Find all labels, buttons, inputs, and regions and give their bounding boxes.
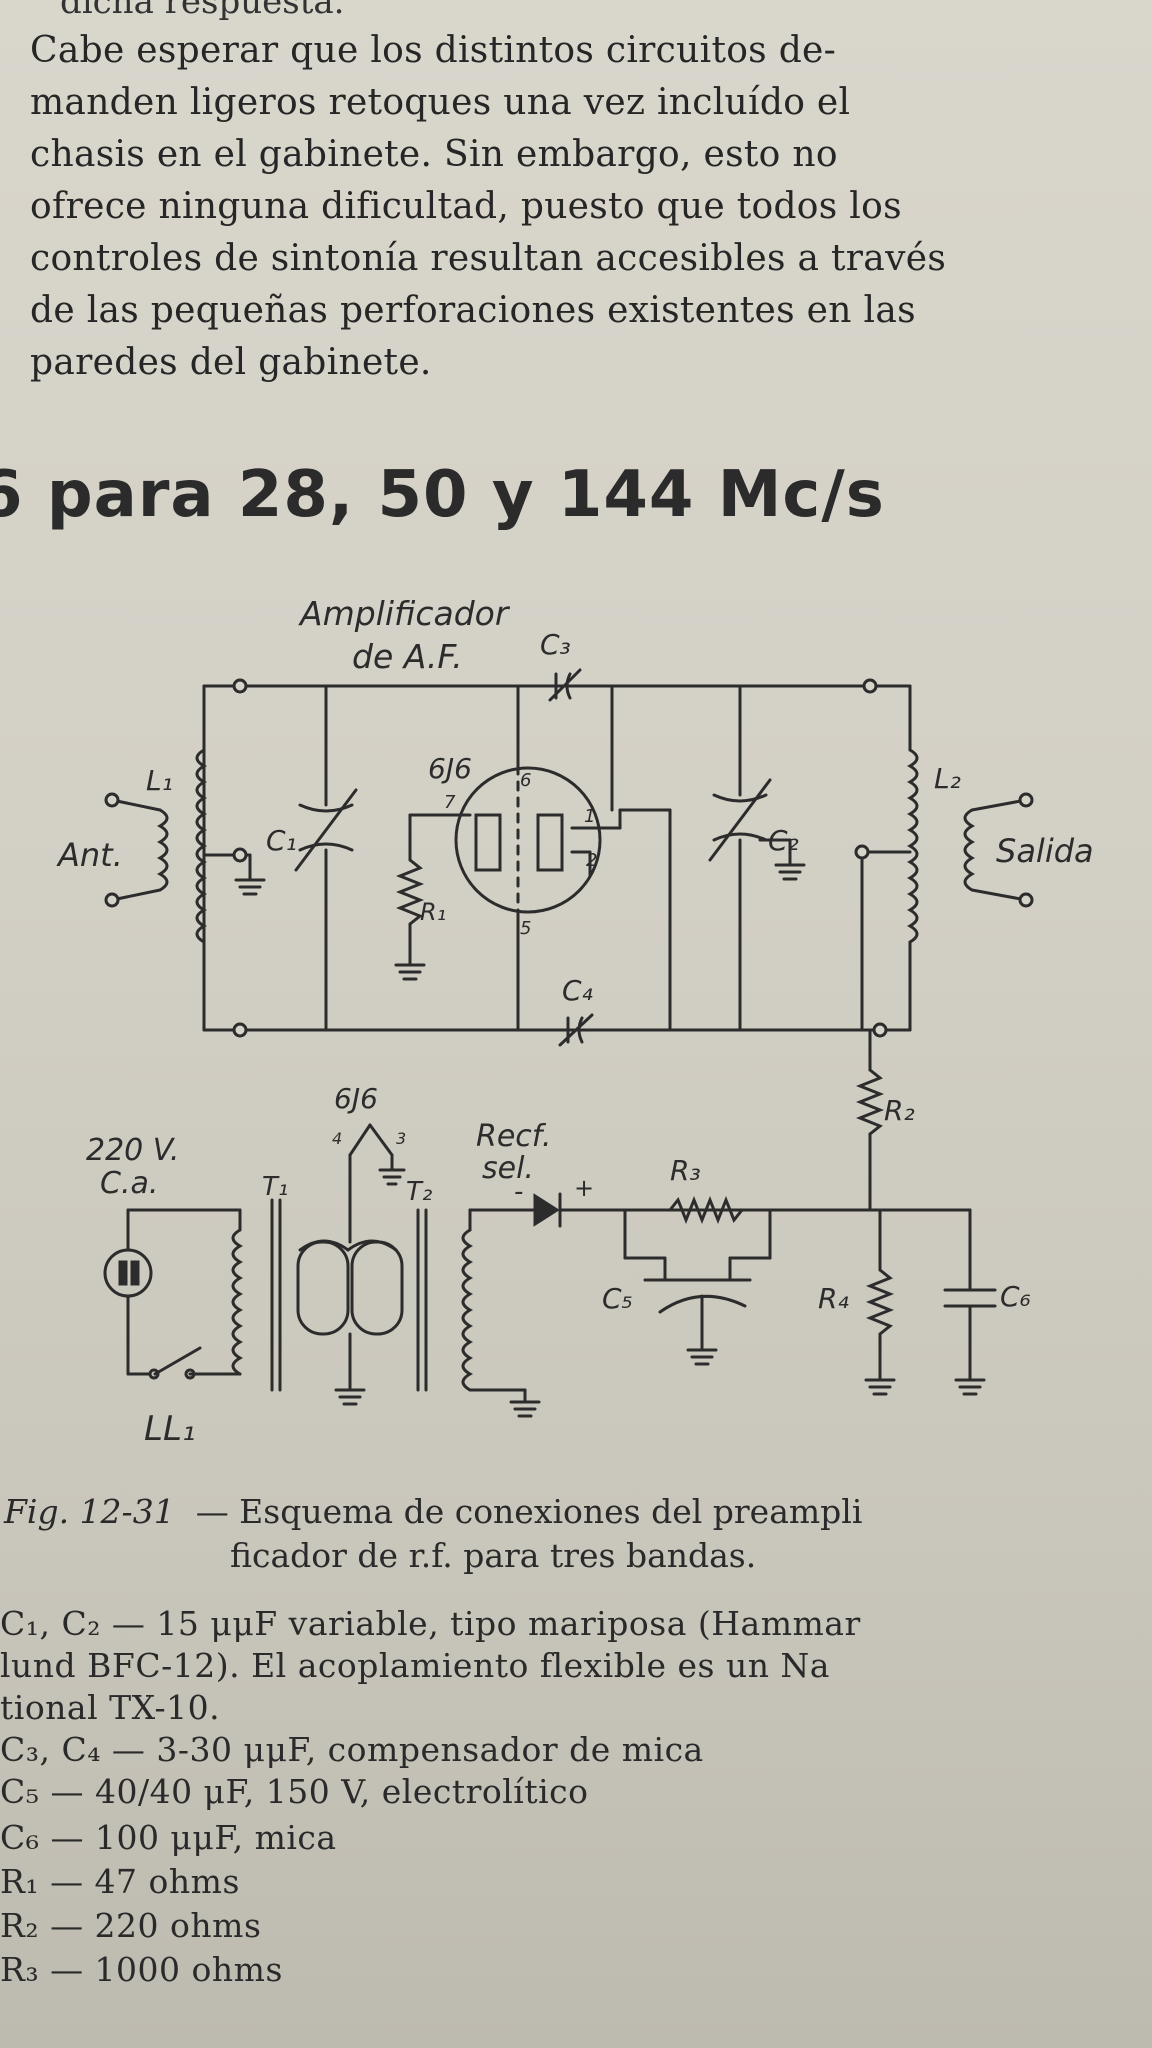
top-fragment-text: dicha respuesta. [60, 0, 345, 22]
paragraph-line: Cabe esperar que los distintos circuitos… [30, 30, 837, 71]
label-pin5: 5 [520, 918, 531, 939]
paragraph-line: manden ligeros retoques una vez incluído… [30, 82, 851, 123]
label-ll1: LL₁ [144, 1409, 196, 1449]
label-amp-1: Amplificador [298, 594, 511, 633]
label-r2: R₂ [884, 1094, 915, 1127]
paragraph-line: paredes del gabinete. [30, 342, 432, 383]
part-line: C₆ — 100 μμF, mica [0, 1818, 337, 1857]
label-ant: Ant. [56, 836, 123, 874]
part-line: C₅ — 40/40 μF, 150 V, electrolítico [0, 1772, 589, 1811]
label-pin1: 1 [584, 806, 595, 827]
label-r1: R₁ [420, 898, 446, 926]
part-line: R₁ — 47 ohms [0, 1862, 240, 1901]
label-minus: - [514, 1177, 523, 1207]
part-line: C₃, C₄ — 3-30 μμF, compensador de mica [0, 1730, 704, 1769]
label-mains-2: C.a. [100, 1166, 158, 1201]
label-salida: Salida [996, 832, 1094, 870]
label-r4: R₄ [818, 1282, 849, 1315]
label-tube2: 6J6 [334, 1082, 378, 1115]
label-pin2: 2 [586, 850, 597, 871]
label-mains-1: 220 V. [86, 1133, 179, 1168]
label-amp-2: de A.F. [352, 637, 463, 676]
label-c6: C₆ [1000, 1280, 1031, 1313]
part-line: R₂ — 220 ohms [0, 1906, 262, 1945]
label-pin7: 7 [444, 792, 456, 813]
label-rect-1: Recf. [476, 1119, 551, 1154]
figure-caption-line1: Fig. 12-31 — Esquema de conexiones del p… [4, 1492, 862, 1531]
label-tube: 6J6 [428, 752, 472, 785]
label-t1: T₁ [262, 1172, 288, 1202]
label-c3: C₃ [540, 628, 571, 661]
label-rect-2: sel. [482, 1151, 534, 1186]
label-pin4: 4 [332, 1129, 342, 1148]
paragraph-line: chasis en el gabinete. Sin embargo, esto… [30, 134, 838, 175]
label-c2: C₂ [768, 824, 799, 857]
part-line: lund BFC-12). El acoplamiento flexible e… [0, 1646, 830, 1685]
label-c4: C₄ [562, 974, 593, 1007]
paragraph-line: ofrece ninguna dificultad, puesto que to… [30, 186, 902, 227]
label-l1: L₁ [146, 764, 173, 797]
label-plus: + [574, 1174, 594, 1202]
part-line: R₃ — 1000 ohms [0, 1950, 283, 1989]
caption-text-1: — Esquema de conexiones del preampli [195, 1492, 863, 1531]
label-t2: T₂ [406, 1177, 432, 1207]
paragraph-line: controles de sintonía resultan accesible… [30, 238, 947, 279]
part-line: tional TX-10. [0, 1688, 221, 1727]
circuit-diagram: Amplificador de A.F. C₃ C₄ C₁ C₂ L₁ L₂ A… [56, 594, 1094, 1449]
label-c1: C₁ [266, 824, 297, 857]
label-pin6: 6 [520, 770, 531, 791]
label-c5: C₅ [602, 1282, 633, 1315]
label-r3: R₃ [670, 1154, 701, 1187]
label-pin3: 3 [396, 1129, 406, 1148]
label-l2: L₂ [934, 762, 961, 795]
paragraph-line: de las pequeñas perforaciones existentes… [30, 290, 916, 331]
caption-text-2: ficador de r.f. para tres bandas. [230, 1536, 757, 1575]
figure-number: Fig. 12-31 [4, 1492, 175, 1531]
part-line: C₁, C₂ — 15 μμF variable, tipo mariposa … [0, 1604, 861, 1643]
section-heading: 6 para 28, 50 y 144 Mc/s [0, 458, 885, 532]
